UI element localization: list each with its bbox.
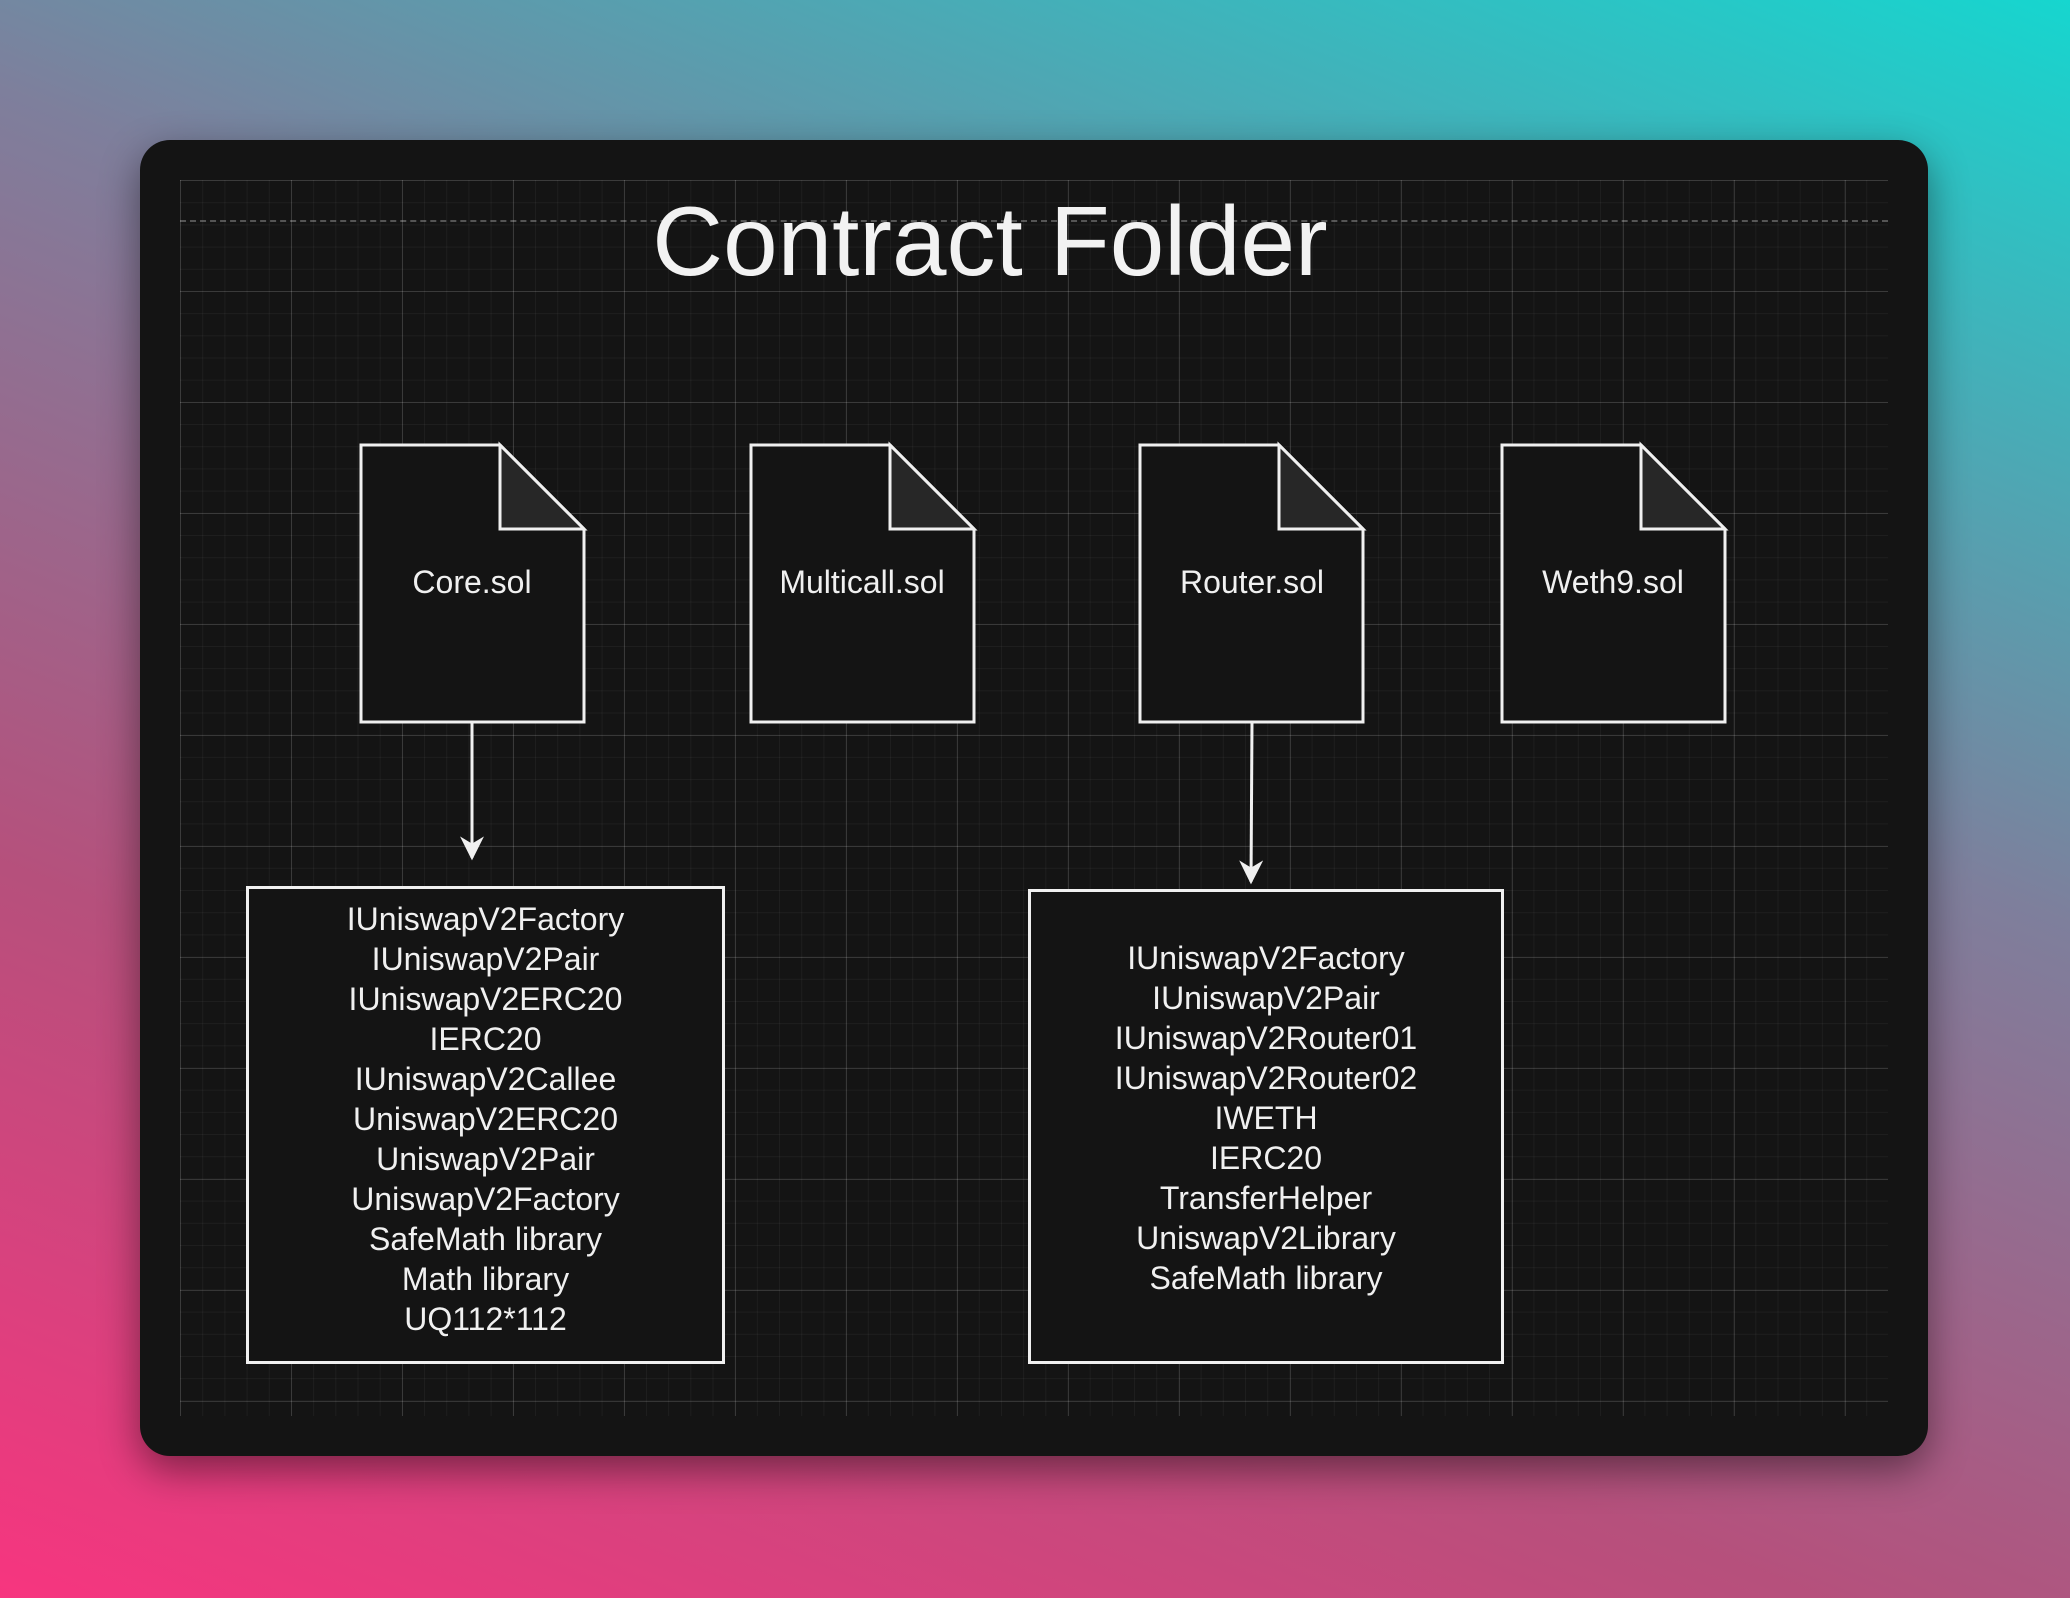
list-item: IUniswapV2Pair [1152,980,1380,1016]
core-contents-list: IUniswapV2Factory IUniswapV2Pair IUniswa… [249,899,722,1339]
diagram-title: Contract Folder [652,186,1328,296]
list-item: IERC20 [1209,1140,1323,1176]
title-divider [180,220,1888,222]
list-item: UniswapV2Pair [376,1141,595,1177]
diagram-canvas: Contract Folder Core.sol [140,140,1928,1456]
list-item: SafeMath library [369,1221,602,1257]
file-label-router: Router.sol [1179,564,1325,600]
router-contents-box[interactable]: IUniswapV2Factory IUniswapV2Pair IUniswa… [1028,889,1504,1364]
file-label-weth9: Weth9.sol [1542,564,1684,600]
list-item: IUniswapV2Router02 [1114,1060,1418,1096]
list-item: UniswapV2ERC20 [352,1101,618,1137]
list-item: IUniswapV2Factory [346,901,625,937]
list-item: IERC20 [429,1021,542,1057]
list-item: IUniswapV2Factory [1127,940,1405,976]
core-contents-box[interactable]: IUniswapV2Factory IUniswapV2Pair IUniswa… [246,886,725,1364]
file-label-multicall: Multicall.sol [779,564,945,600]
list-item: SafeMath library [1149,1260,1383,1296]
list-item: IUniswapV2Pair [371,941,600,977]
list-item: IWETH [1214,1100,1318,1136]
list-item: UniswapV2Library [1136,1220,1396,1256]
file-label-core: Core.sol [412,564,532,600]
list-item: TransferHelper [1159,1180,1373,1216]
file-icon-weth9[interactable] [1500,441,1729,724]
list-item: UQ112*112 [404,1301,567,1337]
file-icon-router[interactable] [1138,441,1367,724]
file-icon-multicall[interactable] [749,441,978,724]
diagram-shapes [359,441,1729,885]
arrow-router-to-contents [1239,721,1264,885]
list-item: IUniswapV2Router01 [1114,1020,1418,1056]
file-icon-core[interactable] [359,441,588,724]
list-item: UniswapV2Factory [351,1181,620,1217]
list-item: IUniswapV2ERC20 [348,981,623,1017]
list-item: IUniswapV2Callee [354,1061,617,1097]
router-contents-list: IUniswapV2Factory IUniswapV2Pair IUniswa… [1031,938,1501,1298]
list-item: Math library [401,1261,570,1297]
